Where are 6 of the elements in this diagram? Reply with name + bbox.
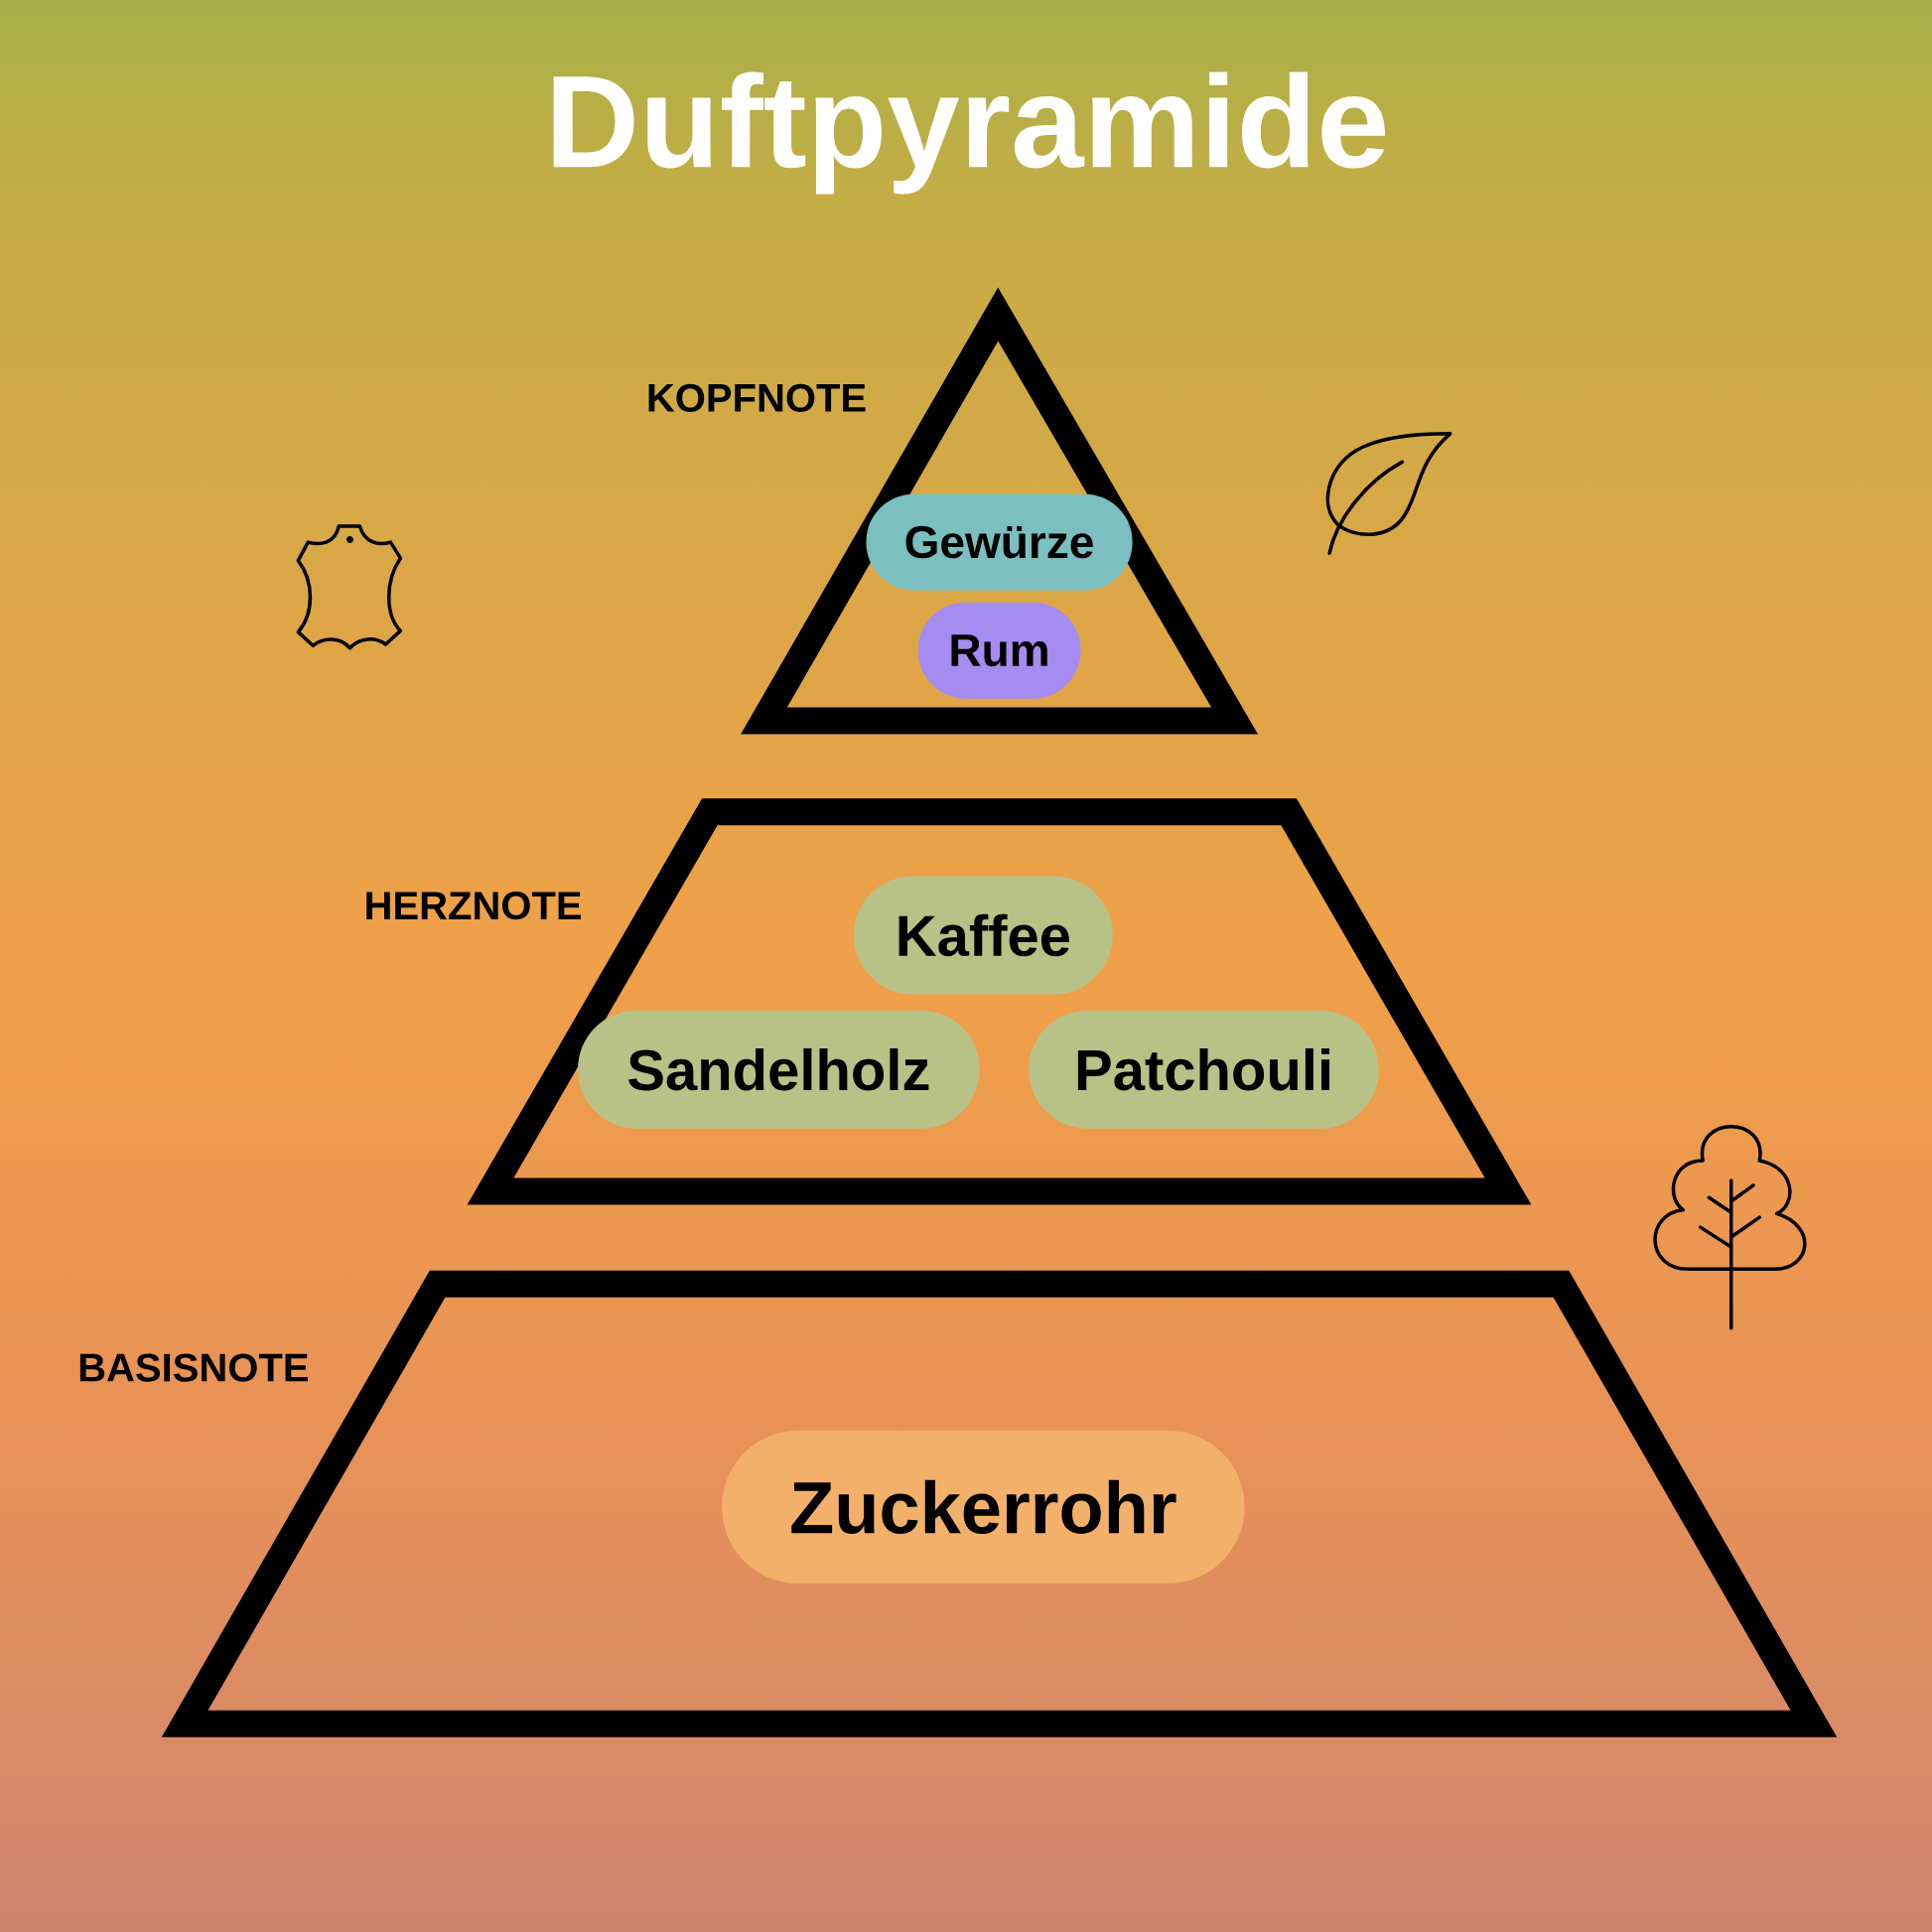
- note-pill: Rum: [917, 602, 1081, 699]
- note-pill: Gewürze: [866, 493, 1133, 591]
- note-pill: Zuckerrohr: [722, 1430, 1245, 1584]
- title: Duftpyramide: [553, 71, 1386, 195]
- note-pill: Sandelholz: [578, 1010, 980, 1129]
- note-pill: Patchouli: [1029, 1010, 1379, 1129]
